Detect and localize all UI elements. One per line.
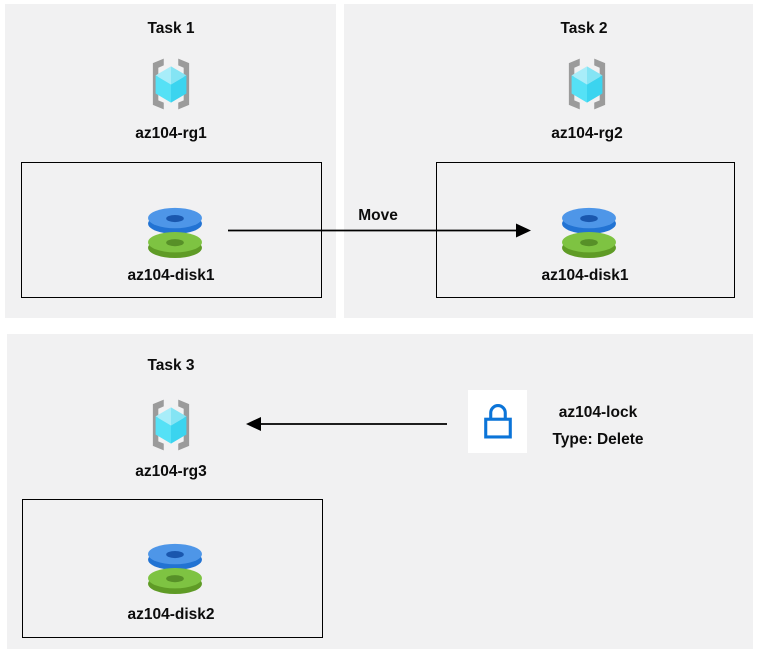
resource-group-icon xyxy=(152,399,190,451)
panel-task3 xyxy=(7,334,753,649)
task3-title: Task 3 xyxy=(147,357,195,374)
disk-icon xyxy=(562,207,616,258)
move-label: Move xyxy=(358,207,398,224)
disk-icon xyxy=(148,543,202,594)
task2-title: Task 2 xyxy=(560,20,608,37)
lock-name: az104-lock xyxy=(558,404,638,421)
resource-group-label: az104-rg1 xyxy=(135,125,207,142)
disk-label-task2: az104-disk1 xyxy=(541,267,629,284)
resource-group-icon xyxy=(152,58,190,110)
resource-group-icon xyxy=(568,58,606,110)
panel-task1 xyxy=(5,4,336,318)
resource-group-label: az104-rg3 xyxy=(135,463,207,480)
resource-group-label: az104-rg2 xyxy=(551,125,623,142)
disk-icon xyxy=(148,207,202,258)
lock-tile xyxy=(468,390,527,453)
lock-type: Type: Delete xyxy=(552,431,644,448)
panel-task2 xyxy=(344,4,753,318)
disk-label-task3: az104-disk2 xyxy=(127,606,215,623)
lock-icon xyxy=(483,404,512,439)
task1-title: Task 1 xyxy=(147,20,195,37)
lock-caption: az104-lock Type: Delete xyxy=(538,399,658,453)
disk-label-task1: az104-disk1 xyxy=(127,267,215,284)
disk-box-task3 xyxy=(22,499,323,638)
